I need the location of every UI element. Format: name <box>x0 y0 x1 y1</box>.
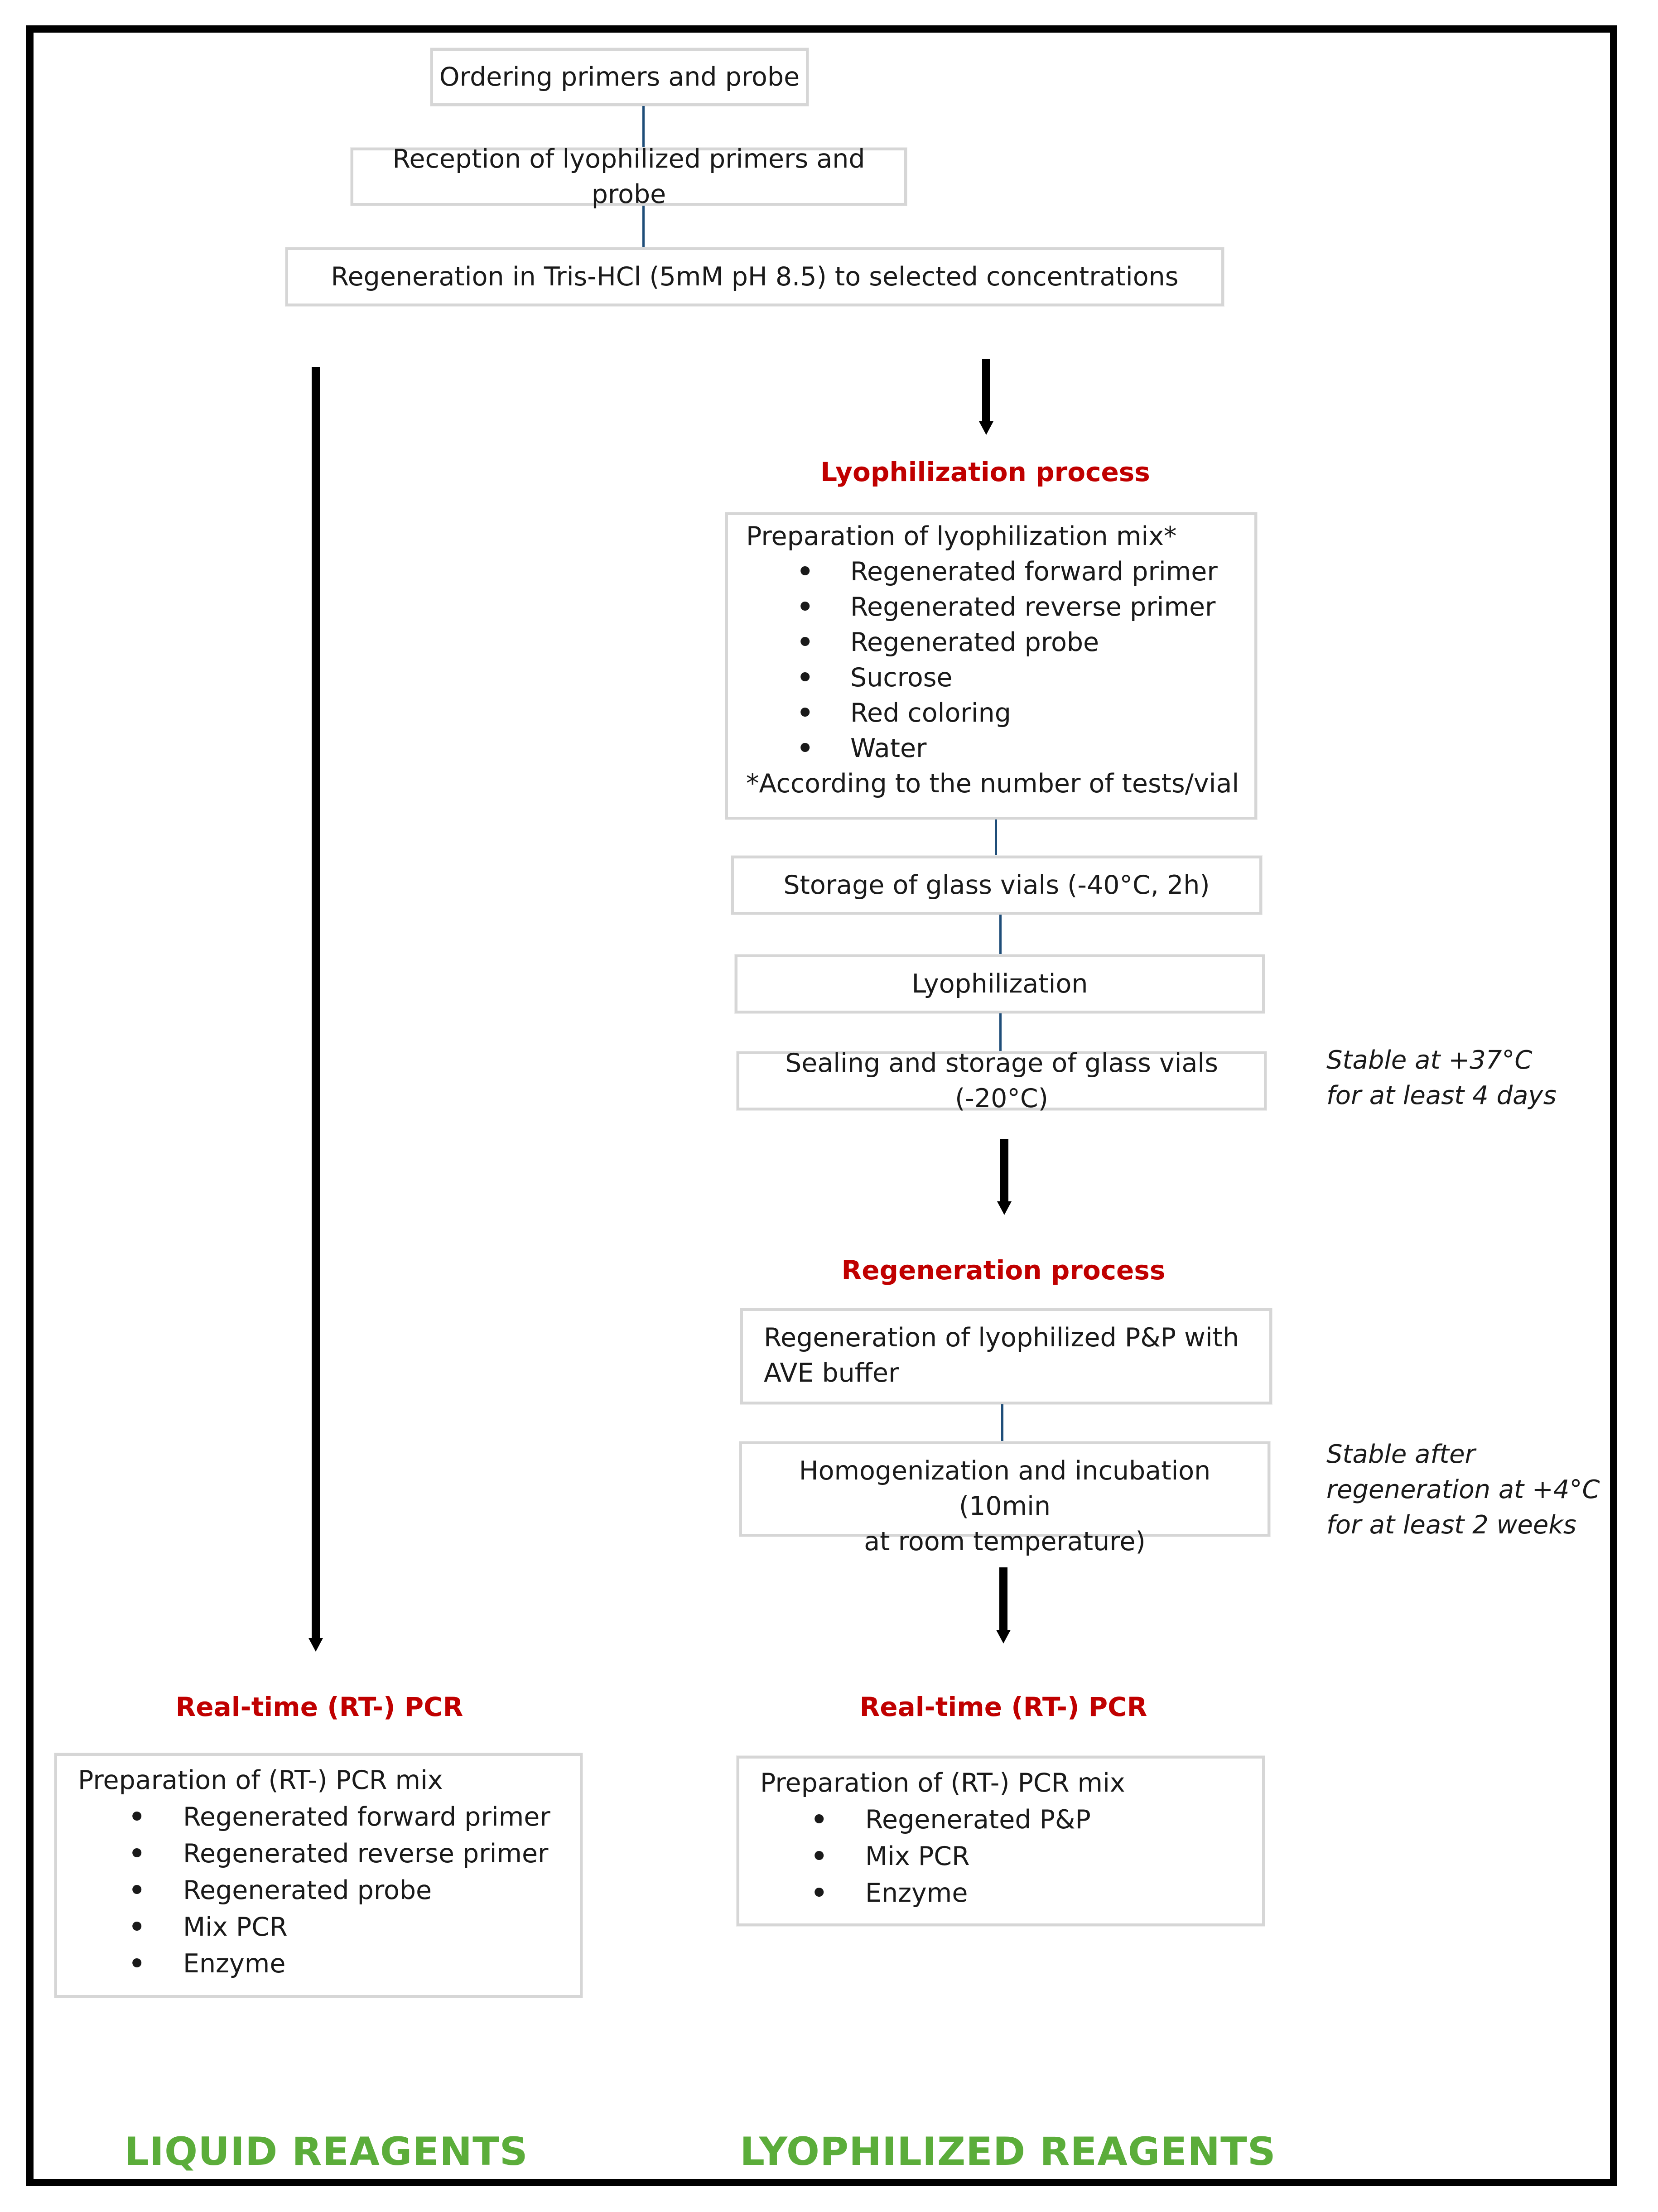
bullet-glyph: • <box>797 663 814 693</box>
lyophilization-mix-footnote: *According to the number of tests/vial <box>746 769 1239 799</box>
lyophilization-heading: Lyophilization process <box>820 457 1150 487</box>
bullet-glyph: • <box>129 1802 145 1832</box>
connector-line <box>999 1013 1002 1051</box>
list-item-label: Enzyme <box>865 1878 968 1908</box>
pcr-right-mix-box: Preparation of (RT-) PCR mix • Regenerate… <box>737 1756 1265 1926</box>
homogenization-line: Homogenization and incubation (10min <box>799 1456 1211 1521</box>
list-item-label: Regenerated reverse primer <box>850 592 1216 622</box>
regeneration-arrowhead <box>997 1201 1012 1215</box>
pcr-right-mix-list: • Regenerated P&P • Mix PCR • Enzyme <box>760 1802 1241 1912</box>
lyophilization-mix-box: Preparation of lyophilization mix* • Rege… <box>725 512 1257 819</box>
lyophilization-step-text: Lyophilization <box>911 969 1088 999</box>
reception-step-text: Reception of lyophilized primers and pro… <box>392 144 865 209</box>
regeneration-pp-line: Regeneration of lyophilized P&P with <box>764 1323 1239 1353</box>
bullet-glyph: • <box>129 1875 145 1905</box>
note-line: Stable after <box>1326 1440 1475 1469</box>
pcr-right-mix-title: Preparation of (RT-) PCR mix <box>760 1768 1125 1798</box>
lyophilized-reagents-label: LYOPHILIZED REAGENTS <box>740 2129 1276 2174</box>
sealing-step-box: Sealing and storage of glass vials (-20°… <box>737 1048 1267 1113</box>
list-item-label: Regenerated forward primer <box>850 557 1218 587</box>
list-item: • Mix PCR <box>78 1909 559 1946</box>
bullet-glyph: • <box>797 627 814 657</box>
lyophilization-arrowhead <box>979 421 993 435</box>
bullet-glyph: • <box>129 1949 145 1979</box>
bullet-glyph: • <box>811 1805 828 1835</box>
pcr-arrowhead <box>996 1630 1011 1643</box>
list-item: • Regenerated reverse primer <box>78 1836 559 1872</box>
reception-step-box: Reception of lyophilized primers and pro… <box>351 144 907 209</box>
ordering-step-box: Ordering primers and probe <box>430 48 809 106</box>
connector-line <box>1001 1404 1003 1441</box>
bullet-glyph: • <box>811 1841 828 1871</box>
bullet-glyph: • <box>797 557 814 587</box>
lyophilization-mix-list: • Regenerated forward primer • Regenerated… <box>746 554 1236 766</box>
pcr-left-heading: Real-time (RT-) PCR <box>175 1692 463 1722</box>
regeneration-arrow-shaft <box>1000 1139 1008 1202</box>
list-item: • Regenerated forward primer <box>78 1799 559 1836</box>
list-item-label: Regenerated forward primer <box>183 1802 550 1832</box>
regenerated-stability-note: Stable after regeneration at +4°C for at… <box>1326 1437 1600 1543</box>
list-item: • Regenerated P&P <box>760 1802 1241 1838</box>
note-line: regeneration at +4°C <box>1326 1475 1600 1504</box>
list-item: • Mix PCR <box>760 1838 1241 1875</box>
list-item: • Water <box>746 731 1236 766</box>
list-item-label: Mix PCR <box>865 1841 970 1871</box>
lyophilization-step-box: Lyophilization <box>735 954 1265 1013</box>
connector-line <box>642 206 645 247</box>
bullet-glyph: • <box>797 698 814 728</box>
liquid-path-arrow-shaft <box>312 367 320 1639</box>
connector-line <box>995 819 997 856</box>
note-line: Stable at +37°C <box>1326 1046 1533 1075</box>
pcr-arrow-shaft <box>999 1567 1007 1631</box>
list-item: • Regenerated reverse primer <box>746 589 1236 625</box>
pcr-left-mix-title: Preparation of (RT-) PCR mix <box>78 1765 443 1795</box>
bullet-glyph: • <box>797 592 814 622</box>
note-line: for at least 4 days <box>1326 1081 1557 1110</box>
homogenization-line: at room temperature) <box>864 1527 1146 1557</box>
lyophilization-arrow-shaft <box>982 359 990 423</box>
note-line: for at least 2 weeks <box>1326 1510 1576 1540</box>
diagram-frame <box>26 25 1617 2186</box>
bullet-glyph: • <box>129 1839 145 1869</box>
list-item: • Enzyme <box>78 1946 559 1982</box>
storage-step-text: Storage of glass vials (-40°C, 2h) <box>783 870 1210 900</box>
regeneration-pp-line: AVE buffer <box>764 1358 899 1388</box>
storage-step-box: Storage of glass vials (-40°C, 2h) <box>731 856 1262 915</box>
list-item-label: Red coloring <box>850 698 1011 728</box>
connector-line <box>642 106 645 148</box>
regeneration-pp-box: Regeneration of lyophilized P&P with AVE… <box>740 1308 1272 1404</box>
sealing-step-text: Sealing and storage of glass vials (-20°… <box>785 1048 1218 1113</box>
lyophilization-mix-title: Preparation of lyophilization mix* <box>746 521 1177 551</box>
homogenization-box: Homogenization and incubation (10min at … <box>739 1441 1270 1557</box>
ordering-step-text: Ordering primers and probe <box>439 62 800 92</box>
list-item-label: Regenerated probe <box>183 1875 432 1905</box>
pcr-right-heading: Real-time (RT-) PCR <box>859 1692 1147 1722</box>
list-item: • Regenerated forward primer <box>746 554 1236 589</box>
regeneration-tris-step-box: Regeneration in Tris-HCl (5mM pH 8.5) to… <box>285 247 1224 306</box>
list-item-label: Enzyme <box>183 1949 286 1979</box>
list-item: • Red coloring <box>746 695 1236 731</box>
list-item-label: Sucrose <box>850 663 953 693</box>
lyophilized-stability-note: Stable at +37°C for at least 4 days <box>1326 1043 1557 1113</box>
list-item-label: Regenerated probe <box>850 627 1099 657</box>
list-item-label: Water <box>850 733 927 763</box>
liquid-path-arrowhead <box>308 1638 323 1652</box>
pcr-left-mix-list: • Regenerated forward primer • Regenerated… <box>78 1799 559 1982</box>
list-item-label: Regenerated P&P <box>865 1805 1091 1835</box>
regeneration-heading: Regeneration process <box>841 1255 1166 1286</box>
list-item-label: Regenerated reverse primer <box>183 1839 549 1869</box>
liquid-reagents-label: LIQUID REAGENTS <box>124 2129 528 2174</box>
list-item: • Regenerated probe <box>746 625 1236 660</box>
list-item: • Enzyme <box>760 1875 1241 1912</box>
list-item: • Regenerated probe <box>78 1872 559 1909</box>
list-item-label: Mix PCR <box>183 1912 288 1942</box>
list-item: • Sucrose <box>746 660 1236 695</box>
connector-line <box>999 915 1002 954</box>
regeneration-tris-step-text: Regeneration in Tris-HCl (5mM pH 8.5) to… <box>331 262 1179 292</box>
bullet-glyph: • <box>811 1878 828 1908</box>
bullet-glyph: • <box>129 1912 145 1942</box>
bullet-glyph: • <box>797 733 814 763</box>
pcr-left-mix-box: Preparation of (RT-) PCR mix • Regenerate… <box>54 1753 583 1998</box>
